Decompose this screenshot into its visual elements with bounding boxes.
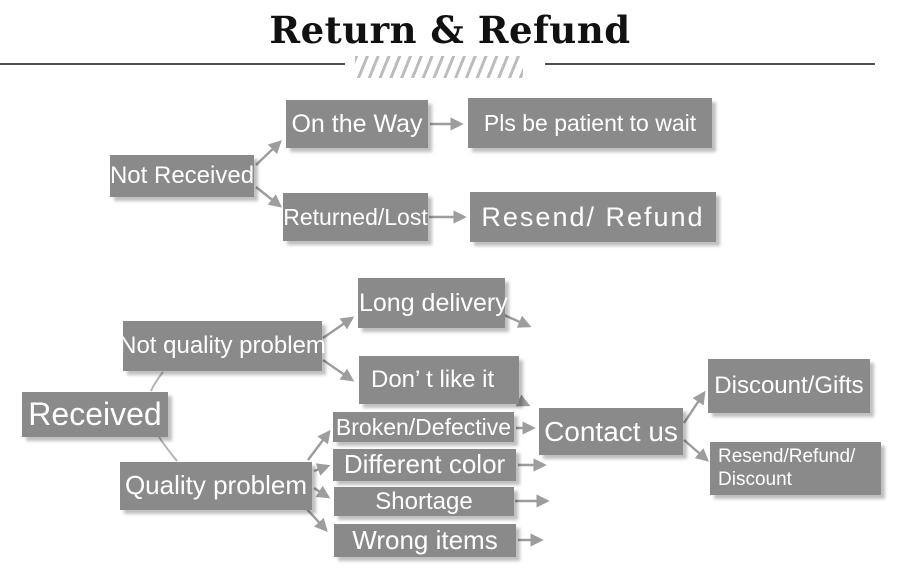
arrow-notquality-to-long-delivery bbox=[322, 316, 355, 339]
node-broken-defective: Broken/Defective bbox=[333, 412, 514, 442]
node-resend-refund-discount: Resend/Refund/ Discount bbox=[710, 442, 881, 495]
node-returned-lost: Returned/Lost bbox=[283, 193, 428, 241]
arrow-notquality-to-dont-like bbox=[322, 359, 355, 382]
node-on-the-way: On the Way bbox=[286, 100, 428, 148]
node-resend-refund-discount-line2: Discount bbox=[718, 468, 792, 490]
node-shortage: Shortage bbox=[334, 487, 514, 516]
arrow-contact-to-resend-refund bbox=[683, 439, 709, 462]
node-quality-problem: Quality problem bbox=[120, 462, 312, 510]
arrow-not-received-to-on-the-way bbox=[255, 140, 282, 166]
node-resend-refund-discount-line1: Resend/Refund/ bbox=[718, 445, 856, 467]
node-not-quality-problem: Not quality problem bbox=[119, 321, 326, 371]
arrow-quality-to-shortage bbox=[313, 485, 331, 499]
node-resend-refund: Resend/ Refund bbox=[470, 192, 716, 242]
node-dont-like-it: Don’ t like it bbox=[359, 356, 519, 404]
line-received-to-not-quality bbox=[150, 371, 164, 392]
node-received: Received bbox=[22, 392, 168, 437]
node-not-received: Not Received bbox=[110, 155, 254, 197]
arrow-not-received-to-returned bbox=[255, 186, 283, 208]
divider-line-right bbox=[545, 63, 875, 65]
page-title: Return & Refund bbox=[269, 8, 631, 52]
node-different-color: Different color bbox=[333, 449, 516, 481]
hatch-decoration bbox=[355, 56, 523, 78]
node-pls-be-patient: Pls be patient to wait bbox=[468, 98, 712, 148]
arrow-quality-to-diff-color bbox=[313, 463, 331, 476]
line-received-to-quality bbox=[158, 436, 178, 462]
node-wrong-items: Wrong items bbox=[334, 524, 516, 557]
divider-line-left bbox=[0, 63, 345, 65]
node-long-delivery: Long delivery bbox=[358, 278, 508, 328]
node-contact-us: Contact us bbox=[539, 408, 683, 455]
arrow-contact-to-discount-gifts bbox=[683, 390, 706, 424]
arrow-quality-to-broken bbox=[307, 429, 331, 461]
node-discount-gifts: Discount/Gifts bbox=[708, 359, 870, 413]
